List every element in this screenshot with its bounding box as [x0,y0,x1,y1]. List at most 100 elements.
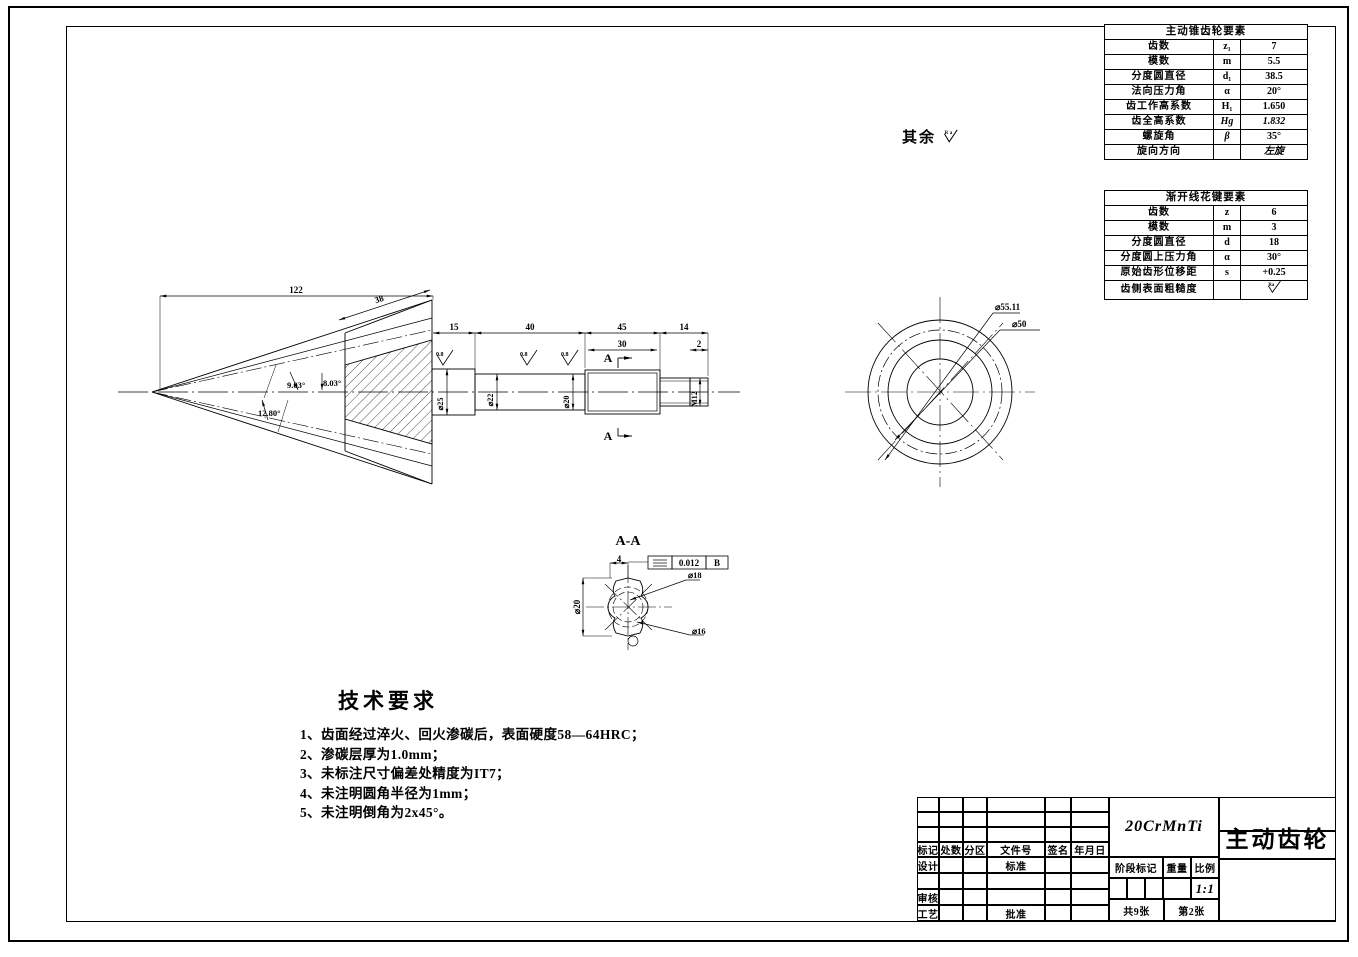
rev-cell [1045,812,1071,827]
row-symbol: z [1213,205,1241,221]
row-name: 齿工作高系数 [1104,99,1214,115]
dim-14-label: 14 [680,322,690,332]
front-circular-view [845,297,1040,487]
dim-30-label: 30 [618,339,628,349]
role-review: 审核 [917,889,939,905]
row-name: 齿数 [1104,39,1214,55]
row-name: 螺旋角 [1104,129,1214,145]
diameter-dims [445,369,702,415]
list-item: 3、未标注尺寸偏差处精度为IT7； [300,766,511,781]
dim-dia25-label: ⌀25 [436,398,445,411]
header-biaoji: 标记 [917,842,939,857]
section-aa-title: A-A [616,534,642,549]
dim-dia20-label: ⌀20 [562,396,571,409]
dim-15-label: 15 [450,322,460,332]
rev-cell [1071,827,1109,842]
section-arrow-bottom-label: A [604,429,613,443]
header-wenjianhao: 文件号 [987,842,1045,857]
part-name-lower-cell [1219,859,1336,921]
value-cell [1071,873,1109,889]
list-item: 2、渗碳层厚为1.0mm； [300,746,446,762]
row-symbol: s [1213,265,1241,281]
row-symbol [1213,280,1241,300]
rev-cell [939,827,963,842]
ra-08-label-1: 0.8 [436,352,444,358]
rev-cell [939,797,963,812]
row-name: 分度圆直径 [1104,235,1214,251]
dim-38-label: 38 [373,293,385,305]
header-qianming: 签名 [1045,842,1071,857]
row-symbol: z₁ [1213,39,1241,55]
value-cell [1045,873,1071,889]
row-symbol: d₁ [1213,69,1241,85]
row-value: 1.650 [1240,99,1308,115]
row-value: 6 [1240,205,1308,221]
section-aa-view: A-A [572,534,729,650]
row-value: 30° [1240,250,1308,266]
flatness-value-label: 0.012 [679,558,700,568]
section-arrow-top-label: A [604,351,613,365]
dim-4-label: 4 [617,554,622,564]
role-process: 工艺 [917,905,939,921]
technical-requirements-heading: 技术要求 [338,689,438,713]
main-view-geometry [118,299,740,485]
row-symbol: Hg [1213,114,1241,130]
scale-header: 比例 [1191,857,1219,878]
spline-table-title: 渐开线花键要素 [1104,190,1308,206]
table-title-row: 渐开线花键要素 [1104,190,1308,206]
value-cell [1045,905,1071,921]
row-value: 20° [1240,84,1308,100]
value-cell [1071,857,1109,873]
role-approve: 批准 [987,905,1045,921]
dim-dia5511-label: ⌀55.11 [995,302,1021,312]
row-value: 18 [1240,235,1308,251]
role-design: 设计 [917,857,939,873]
row-name: 模数 [1104,220,1214,236]
row-value: 5.5 [1240,54,1308,70]
value-cell [939,889,963,905]
part-name-upper-cell [1219,797,1336,831]
rev-cell [963,812,987,827]
value-cell [963,905,987,921]
dim-2-label: 2 [697,339,702,349]
row-symbol: β [1213,129,1241,145]
rev-cell [917,797,939,812]
value-cell [939,905,963,921]
general-surface-finish-label: 其余 [902,130,937,146]
row-symbol: α [1213,250,1241,266]
row-symbol [1213,144,1241,160]
row-value: 3 [1240,220,1308,236]
row-value: 左旋 [1240,144,1308,160]
row-value: 38.5 [1240,69,1308,85]
row-name: 分度圆直径 [1104,69,1214,85]
value-cell [963,873,987,889]
value-cell [963,889,987,905]
value-cell [939,857,963,873]
row-name: 旋向方向 [1104,144,1214,160]
table-title-row: 主动锥齿轮要素 [1104,24,1308,40]
stage-mark-header: 阶段标记 [1109,857,1163,878]
row-symbol: m [1213,54,1241,70]
technical-requirements-block: 技术要求 1、齿面经过淬火、回火渗碳后，表面硬度58—64HRC； 2、渗碳层厚… [300,685,645,823]
row-symbol: m [1213,220,1241,236]
title-block: 标记 处数 分区 文件号 签名 年月日 设计 标准 审核 工 [917,797,1336,922]
role-standard: 标准 [987,857,1045,873]
rev-cell [939,812,963,827]
stage-cell [1109,878,1127,899]
angle-903-label: 9.03° [287,380,305,390]
part-name-mid-cell [1219,831,1336,859]
sheet-number: 第2张 [1164,899,1219,921]
dim-sec-dia20-label: ⌀20 [572,599,582,614]
dim-cone-length [338,289,431,321]
value-cell [917,873,939,889]
row-value: +0.25 [1240,265,1308,281]
rev-cell [1071,797,1109,812]
